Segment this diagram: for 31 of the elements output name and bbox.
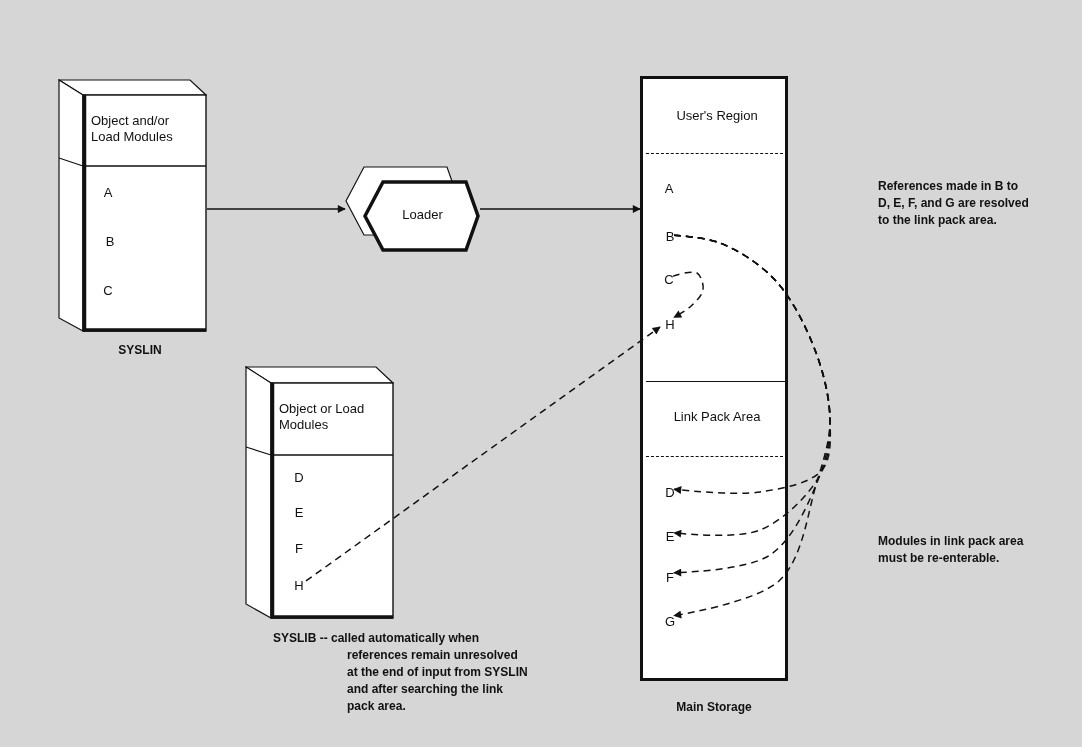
- module-name: A: [662, 181, 676, 197]
- module-name: E: [663, 529, 677, 545]
- module-name: F: [292, 541, 306, 557]
- module-name: E: [292, 505, 306, 521]
- arrow: [206, 205, 346, 213]
- module-name: B: [103, 234, 117, 250]
- storage-caption: SYSLIB -- called automatically when references remain unresolved at the end of input from SYSLIN and after searching the link pack area.: [273, 630, 529, 715]
- module-name: C: [101, 283, 115, 299]
- module-name: B: [663, 229, 677, 245]
- module-name: G: [663, 614, 677, 630]
- module-name: H: [292, 578, 306, 594]
- module-name: C: [662, 272, 676, 288]
- storage-caption: Main Storage: [675, 699, 753, 716]
- note-text: References made in B to D, E, F, and G are resolved to the link pack area.: [878, 178, 1030, 229]
- main-storage-box: [640, 76, 788, 681]
- module-name: A: [101, 185, 115, 201]
- arrow: [305, 326, 661, 582]
- dataset-heading: Object and/or Load Modules: [91, 113, 174, 145]
- module-name: F: [663, 570, 677, 586]
- note-text: Modules in link pack area must be re-enterable.: [878, 533, 1025, 567]
- module-name: H: [663, 317, 677, 333]
- dataset-heading: Object or Load Modules: [279, 401, 366, 433]
- loader-label: Loader: [401, 207, 444, 223]
- module-name: D: [663, 485, 677, 501]
- storage-caption: SYSLIN: [117, 342, 163, 359]
- module-name: D: [292, 470, 306, 486]
- loader-hexagon: [345, 166, 480, 252]
- region-heading: User's Region: [675, 107, 759, 124]
- arrow: [672, 271, 704, 319]
- arrow: [479, 205, 641, 213]
- region-heading: Link Pack Area: [672, 409, 762, 425]
